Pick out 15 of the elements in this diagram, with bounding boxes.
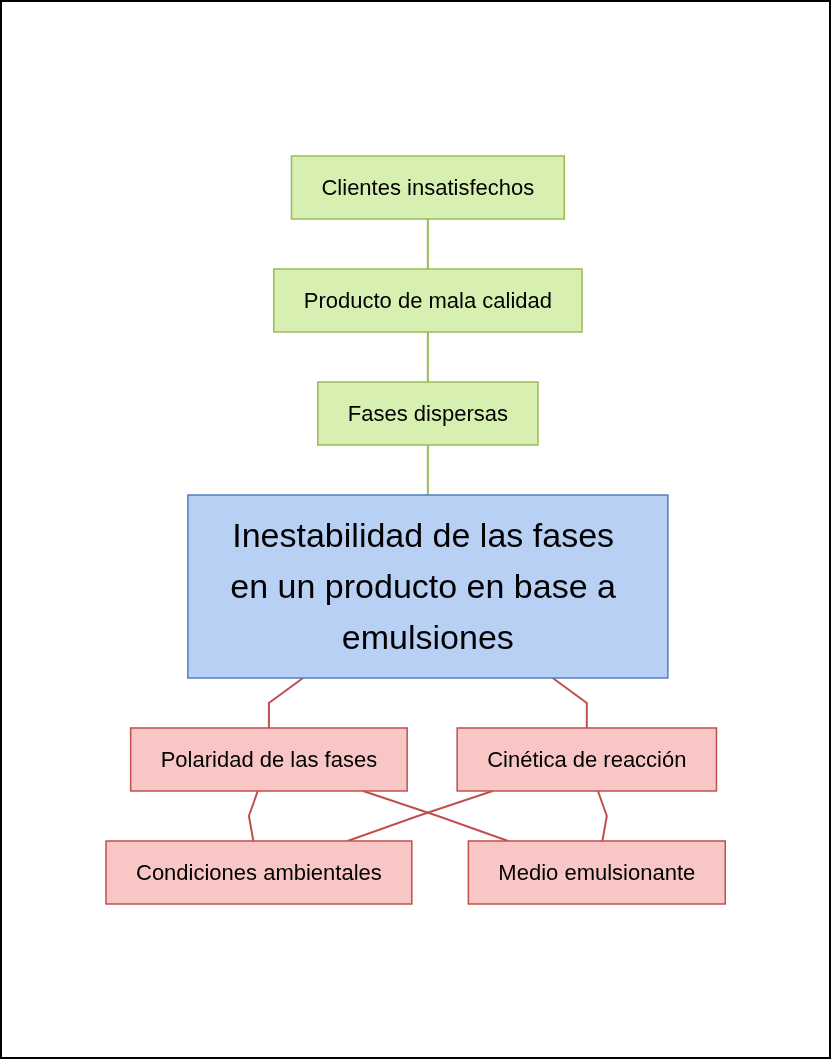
connector [551,676,588,729]
connector [426,330,429,383]
node-box: Clientes insatisfechos [290,154,565,220]
connector [426,217,429,270]
connector [247,789,259,842]
connector [426,443,429,496]
connector [267,676,304,729]
connector [596,789,608,842]
node-box: Condiciones ambientales [105,839,413,905]
node-box: Producto de mala calidad [272,267,583,333]
node-box: Fases dispersas [316,380,539,446]
node-box: Cinética de reacción [456,726,718,792]
node-box: Inestabilidad de las fases en un producto en base a emulsiones [187,493,669,679]
node-box: Polaridad de las fases [129,726,408,792]
node-box: Medio emulsionante [467,839,726,905]
